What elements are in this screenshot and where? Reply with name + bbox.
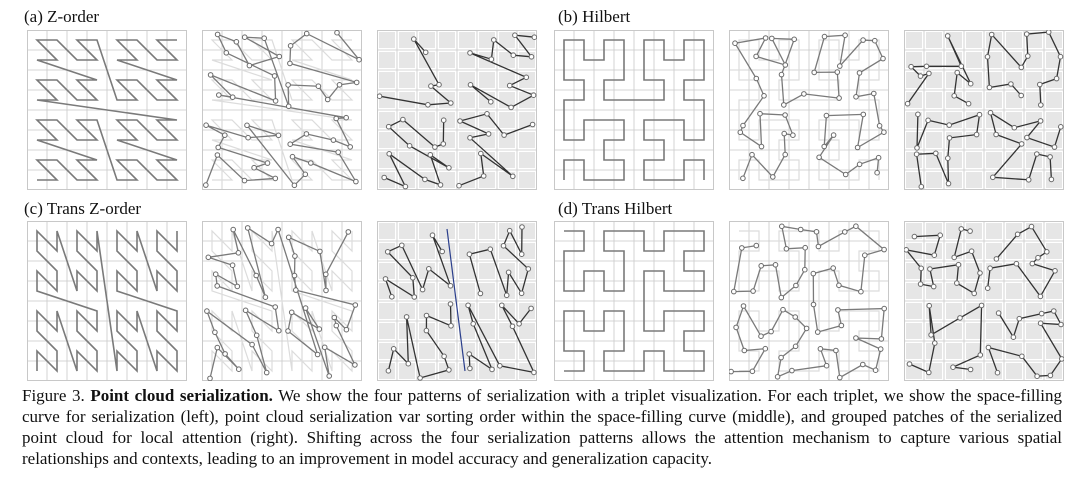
panel-label-c: (c) Trans Z-order	[24, 199, 142, 218]
tile-trans-zorder-points	[202, 221, 362, 381]
figure-label: Figure 3.	[22, 386, 85, 405]
tile-zorder-points	[202, 30, 362, 190]
tile-trans-zorder-patches	[377, 221, 537, 381]
panel-label-d: (d) Trans Hilbert	[558, 199, 673, 218]
panel-label-b: (b) Hilbert	[558, 7, 631, 26]
tile-hilbert-points	[729, 30, 889, 190]
figure-caption-body: We show the four patterns of serializati…	[22, 386, 1062, 468]
tile-zorder-curve	[27, 30, 187, 190]
panel-label-a: (a) Z-order	[24, 7, 100, 26]
tile-trans-hilbert-points	[729, 221, 889, 381]
tile-trans-hilbert-patches	[904, 221, 1064, 381]
tile-hilbert-patches	[904, 30, 1064, 190]
figure-caption: Figure 3. Point cloud serialization. We …	[22, 385, 1062, 469]
tile-zorder-patches	[377, 30, 537, 190]
figure-title: Point cloud serialization.	[90, 386, 273, 405]
tile-hilbert-curve	[554, 30, 714, 190]
tile-trans-hilbert-curve	[554, 221, 714, 381]
tile-trans-zorder-curve	[27, 221, 187, 381]
